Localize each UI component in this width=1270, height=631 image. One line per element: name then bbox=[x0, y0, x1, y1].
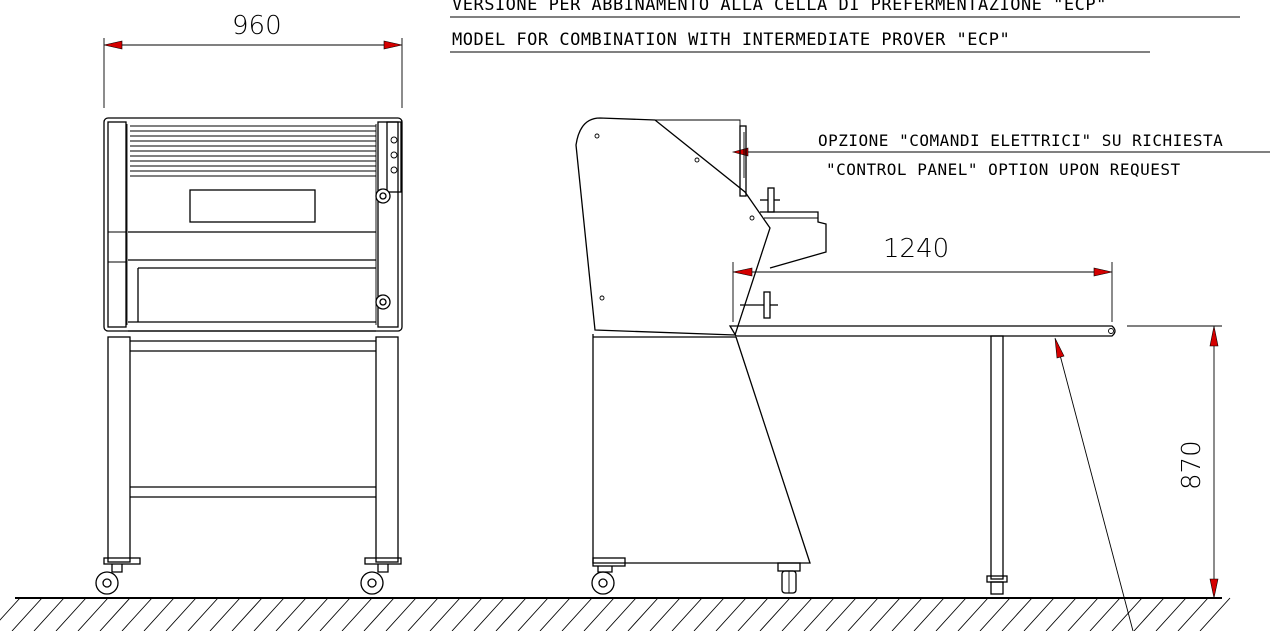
front-view: 960 bbox=[95, 11, 403, 595]
front-caster-right bbox=[360, 564, 389, 595]
height-dim-arrow-top bbox=[1209, 325, 1219, 347]
title-line-1: VERSIONE PER ABBINAMENTO ALLA CELLA DI P… bbox=[452, 0, 1107, 15]
height-dimension: 870 bbox=[1177, 440, 1207, 490]
extension-dim-arrow-left bbox=[732, 267, 753, 277]
option-note-line-1: OPZIONE "COMANDI ELETTRICI" SU RICHIESTA bbox=[818, 131, 1223, 150]
extension-dim-arrow-right bbox=[1093, 267, 1113, 277]
side-view: 1240 870 bbox=[575, 117, 1222, 631]
extension-table bbox=[728, 325, 1116, 337]
title-line-2: MODEL FOR COMBINATION WITH INTERMEDIATE … bbox=[452, 30, 1010, 50]
extension-dimension: 1240 bbox=[883, 234, 949, 264]
width-dim-arrow-left bbox=[103, 40, 123, 50]
height-dim-arrow-bottom bbox=[1209, 578, 1219, 599]
option-note: OPZIONE "COMANDI ELETTRICI" SU RICHIESTA… bbox=[731, 131, 1270, 179]
side-knob-lower bbox=[740, 291, 778, 319]
side-caster-right bbox=[777, 562, 801, 594]
front-knob-upper bbox=[375, 188, 391, 204]
side-caster-left bbox=[591, 566, 615, 595]
width-dim-arrow-right bbox=[383, 40, 403, 50]
extension-leg bbox=[990, 335, 1004, 580]
front-knob-lower bbox=[375, 294, 391, 310]
front-caster-left bbox=[95, 564, 123, 595]
option-note-line-2: "CONTROL PANEL" OPTION UPON REQUEST bbox=[826, 160, 1181, 179]
width-dimension: 960 bbox=[232, 11, 282, 41]
side-knob-upper bbox=[760, 187, 780, 213]
title-block: VERSIONE PER ABBINAMENTO ALLA CELLA DI P… bbox=[450, 0, 1240, 53]
floor-hatching bbox=[0, 597, 1231, 631]
table-leader-line bbox=[1059, 354, 1134, 631]
table-leader-arrow bbox=[1054, 337, 1065, 359]
